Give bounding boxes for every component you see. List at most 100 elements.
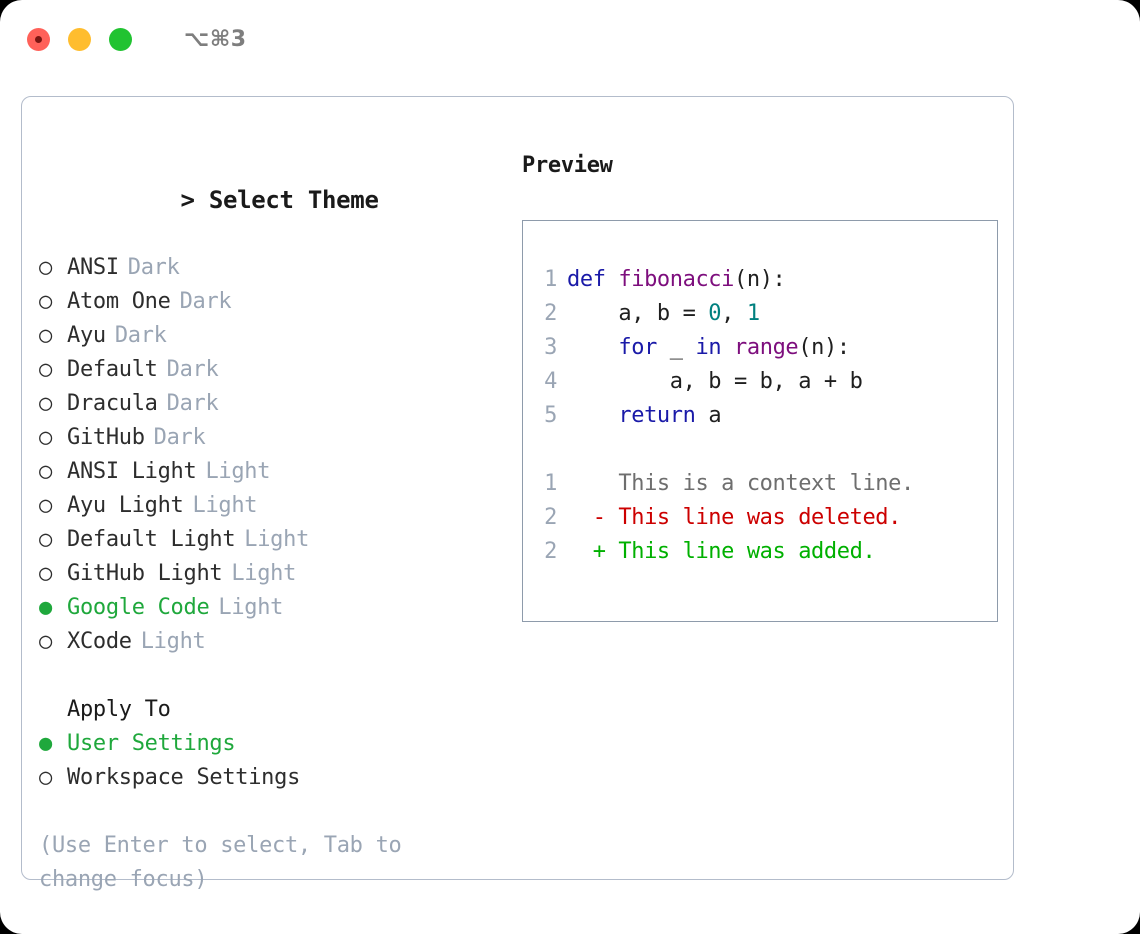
list-spacer <box>39 659 502 693</box>
radio-unselected-icon: ○ <box>39 527 52 552</box>
theme-option-label: Ayu <box>67 323 106 348</box>
radio-unselected-icon: ○ <box>39 459 52 484</box>
theme-option-github-light[interactable]: ○ GitHub Light Light <box>39 557 502 591</box>
theme-option-label: GitHub <box>67 425 145 450</box>
code-line: 1 def fibonacci(n): <box>523 263 997 297</box>
code-token-plain <box>567 403 618 428</box>
code-token-plain: a, b = b, a + b <box>567 369 863 394</box>
apply-to-option-workspace-settings[interactable]: ○Workspace Settings <box>39 761 502 795</box>
code-token-keyword: for <box>618 335 657 360</box>
code-line-text: a, b = b, a + b <box>567 365 863 399</box>
diff-line-number: 1 <box>544 471 557 496</box>
theme-option-label: Default <box>67 357 158 382</box>
code-line: 3 for _ in range(n): <box>523 331 997 365</box>
apply-to-option-user-settings[interactable]: ● User Settings <box>39 727 502 761</box>
code-line-number: 4 <box>544 369 557 394</box>
radio-unselected-icon: ○ <box>39 255 52 280</box>
theme-option-label: XCode <box>67 629 132 654</box>
code-token-plain: a <box>695 403 722 428</box>
traffic-light-group <box>27 27 132 51</box>
code-line-number: 1 <box>544 267 557 292</box>
code-line: 5 return a <box>523 399 997 433</box>
code-token-function: range <box>734 335 799 360</box>
code-line-number: 2 <box>544 301 557 326</box>
code-line-text: a, b = 0, 1 <box>567 297 760 331</box>
prompt-caret-icon: > <box>180 186 195 214</box>
theme-option-tag: Dark <box>114 323 167 348</box>
theme-option-label: ANSI <box>67 255 119 280</box>
theme-option-tag: Dark <box>166 391 219 416</box>
code-line: 4 a, b = b, a + b <box>523 365 997 399</box>
apply-to-header: Apply To <box>67 697 171 722</box>
radio-unselected-icon: ○ <box>39 425 52 450</box>
theme-option-tag: Light <box>140 629 206 654</box>
hint-spacer <box>39 795 502 829</box>
code-token-plain <box>567 335 618 360</box>
zoom-window-icon[interactable] <box>109 27 132 51</box>
theme-option-tag: Dark <box>166 357 219 382</box>
code-token-plain: (n): <box>734 267 786 292</box>
theme-option-label: ANSI Light <box>67 459 197 484</box>
radio-selected-icon: ● <box>39 731 52 756</box>
diff-line-text: - This line was deleted. <box>567 505 902 530</box>
diff-line-text: + This line was added. <box>567 539 876 564</box>
diff-line-add: 2 + This line was added. <box>523 535 997 569</box>
apply-to-list: ● User Settings ○Workspace Settings <box>39 727 502 795</box>
code-token-keyword: def <box>567 267 619 292</box>
minimize-window-icon[interactable] <box>68 27 91 51</box>
code-token-plain <box>721 335 734 360</box>
theme-option-xcode[interactable]: ○ XCode Light <box>39 625 502 659</box>
diff-line-text: This is a context line. <box>567 471 914 496</box>
keyboard-hint-line-1: (Use Enter to select, Tab to <box>39 833 402 858</box>
keyboard-hint: (Use Enter to select, Tab to change focu… <box>39 829 449 897</box>
close-window-icon[interactable] <box>27 27 50 51</box>
theme-option-label: Ayu Light <box>67 493 184 518</box>
radio-unselected-icon: ○ <box>39 493 52 518</box>
theme-option-label: GitHub Light <box>67 561 223 586</box>
code-line-text: def fibonacci(n): <box>567 263 786 297</box>
theme-option-tag: Light <box>192 493 258 518</box>
preview-title: Preview <box>522 153 613 178</box>
radio-selected-icon: ● <box>39 595 52 620</box>
code-token-number: 1 <box>746 301 760 326</box>
radio-unselected-icon: ○ <box>39 289 52 314</box>
theme-option-atom-one[interactable]: ○ Atom One Dark <box>39 285 502 319</box>
theme-option-label: Default Light <box>67 527 236 552</box>
code-token-keyword: in <box>695 335 722 360</box>
code-token-plain: _ <box>656 335 696 360</box>
theme-option-github[interactable]: ○ GitHub Dark <box>39 421 502 455</box>
diff-line-number: 2 <box>544 505 557 530</box>
theme-option-tag: Dark <box>179 289 232 314</box>
theme-option-ayu-light[interactable]: ○ Ayu Light Light <box>39 489 502 523</box>
radio-unselected-icon: ○ <box>39 561 52 586</box>
theme-option-dracula[interactable]: ○ Dracula Dark <box>39 387 502 421</box>
theme-option-label: Atom One <box>67 289 171 314</box>
code-line-number: 3 <box>544 335 557 360</box>
code-token-plain: a, b = <box>567 301 709 326</box>
theme-option-default-light[interactable]: ○ Default Light Light <box>39 523 502 557</box>
radio-unselected-icon: ○ <box>39 391 52 416</box>
code-line-text: return a <box>567 399 721 433</box>
diff-sample: 1 This is a context line. 2 - This line w… <box>523 467 997 569</box>
theme-option-tag: Dark <box>153 425 206 450</box>
radio-unselected-icon: ○ <box>39 629 52 654</box>
theme-option-tag: Light <box>244 527 310 552</box>
theme-option-tag: Light <box>218 595 284 620</box>
code-token-keyword: return <box>618 403 696 428</box>
theme-option-tag: Light <box>231 561 297 586</box>
apply-to-option-label: User Settings <box>67 731 236 756</box>
diff-line-delete: 2 - This line was deleted. <box>523 501 997 535</box>
titlebar: ⌥⌘3 <box>0 0 1140 78</box>
theme-option-label: Dracula <box>67 391 158 416</box>
